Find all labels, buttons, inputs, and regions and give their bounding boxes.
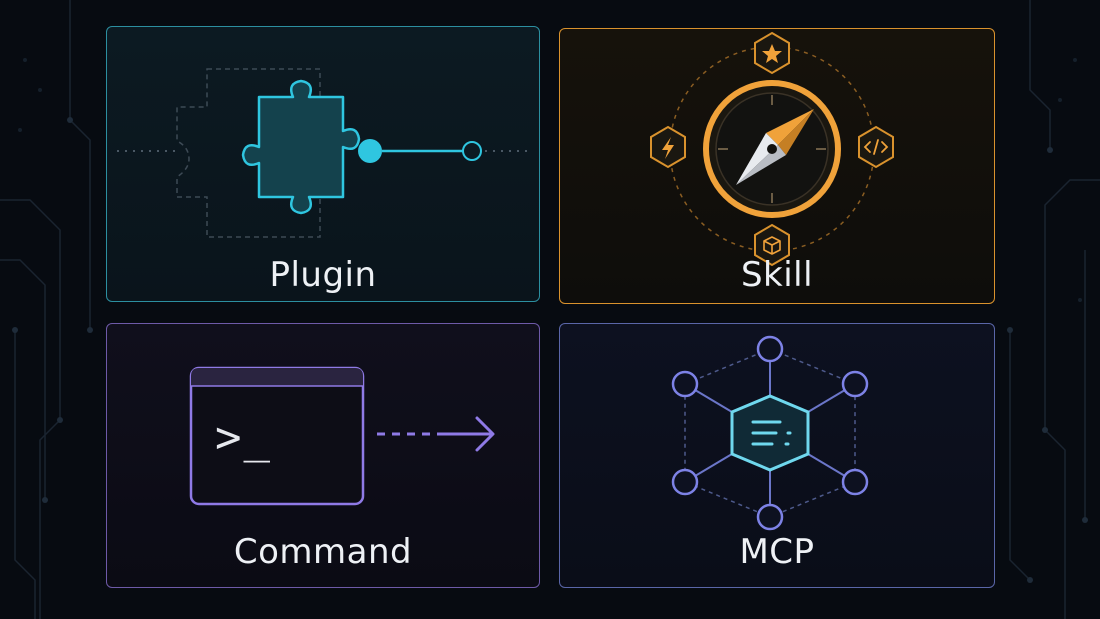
- skill-card[interactable]: Skill: [559, 28, 995, 304]
- command-title: Command: [233, 532, 413, 572]
- plugin-title: Plugin: [269, 255, 377, 295]
- skill-title: Skill: [740, 255, 814, 295]
- mcp-title: MCP: [739, 532, 815, 572]
- compass-icon: [650, 31, 894, 267]
- mcp-card[interactable]: MCP: [559, 323, 995, 588]
- terminal-prompt-text: >_: [215, 412, 272, 463]
- terminal-prompt-icon: [189, 366, 495, 506]
- puzzle-piece-icon: [117, 68, 527, 238]
- command-card[interactable]: >_ Command: [106, 323, 540, 588]
- plugin-card[interactable]: Plugin: [106, 26, 540, 302]
- hexagon-network-icon: [671, 335, 869, 531]
